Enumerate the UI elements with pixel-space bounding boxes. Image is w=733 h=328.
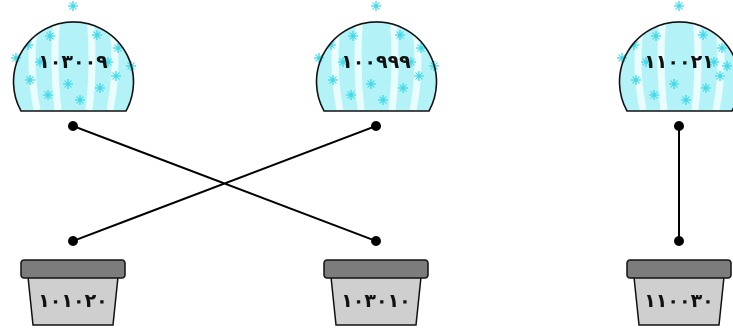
connection-line-2: [72, 125, 377, 242]
cactus-3-label: ١١٠٠٢١: [644, 51, 714, 73]
pot-2-connector-dot[interactable]: [371, 236, 381, 246]
cactus-3-connector-dot[interactable]: [674, 121, 684, 131]
cactus-1-connector-dot[interactable]: [68, 121, 78, 131]
pot-3-label: ١١٠٠٣٠: [644, 290, 714, 312]
pot-3-connector-dot[interactable]: [674, 236, 684, 246]
pot-1-connector-dot[interactable]: [68, 236, 78, 246]
pot-2[interactable]: ١٠٣٠١٠: [323, 259, 429, 326]
cactus-2[interactable]: ١٠٠٩٩٩: [313, 0, 443, 115]
pot-1[interactable]: ١٠١٠٢٠: [20, 259, 126, 326]
cactus-2-connector-dot[interactable]: [371, 121, 381, 131]
cactus-2-label: ١٠٠٩٩٩: [341, 51, 411, 73]
pot-2-label: ١٠٣٠١٠: [341, 290, 411, 312]
pot-3[interactable]: ١١٠٠٣٠: [626, 259, 732, 326]
cactus-1-label: ١٠٣٠٠٩: [38, 51, 108, 73]
cactus-3[interactable]: ١١٠٠٢١: [616, 0, 733, 115]
cactus-1[interactable]: ١٠٣٠٠٩: [10, 0, 140, 115]
pot-1-label: ١٠١٠٢٠: [38, 290, 108, 312]
